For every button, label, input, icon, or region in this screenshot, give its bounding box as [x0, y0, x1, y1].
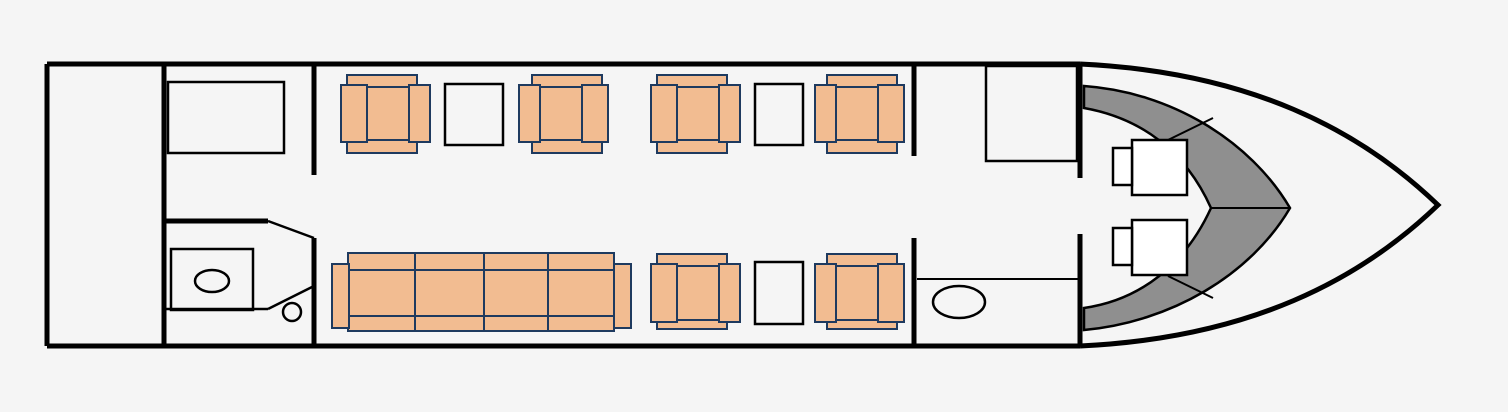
club-seat-5	[650, 253, 741, 330]
side-table-3	[753, 260, 805, 326]
club-seat-1	[340, 74, 431, 154]
forward-sink	[931, 284, 987, 320]
fuselage	[44, 61, 1442, 349]
club-seat-4	[814, 74, 905, 154]
pilot-seat-left-back	[1111, 146, 1134, 187]
nose-cone	[1079, 61, 1442, 349]
pilot-seat-left	[1111, 138, 1189, 197]
panel-divider-1	[1167, 117, 1214, 141]
toilet-bowl	[193, 268, 231, 294]
club-seat-3	[650, 74, 741, 154]
lavatory-sink	[281, 301, 303, 323]
pilot-seat-right-back	[1111, 226, 1134, 267]
pilot-seat-right	[1111, 218, 1189, 277]
cockpit-instrument-panel	[1082, 84, 1292, 332]
toilet-cabinet	[169, 247, 255, 312]
club-seat-2	[518, 74, 609, 154]
side-table-1	[443, 82, 505, 147]
side-table-2	[753, 82, 805, 147]
divan-armrest-fwd	[613, 263, 632, 329]
panel-divider-3	[1167, 275, 1214, 299]
lavatory-counter-angle	[267, 284, 315, 311]
pilot-seat-right-cushion	[1130, 218, 1189, 277]
pilot-seat-left-cushion	[1130, 138, 1189, 197]
divan-armrest-aft	[331, 263, 350, 329]
lavatory-door	[267, 219, 315, 240]
divan-sofa	[331, 252, 632, 332]
galley-cabinet	[984, 64, 1079, 163]
aft-storage-cabinet	[166, 80, 286, 155]
lavatory	[164, 218, 315, 323]
club-seat-6	[814, 253, 905, 330]
divan-base	[347, 252, 615, 332]
